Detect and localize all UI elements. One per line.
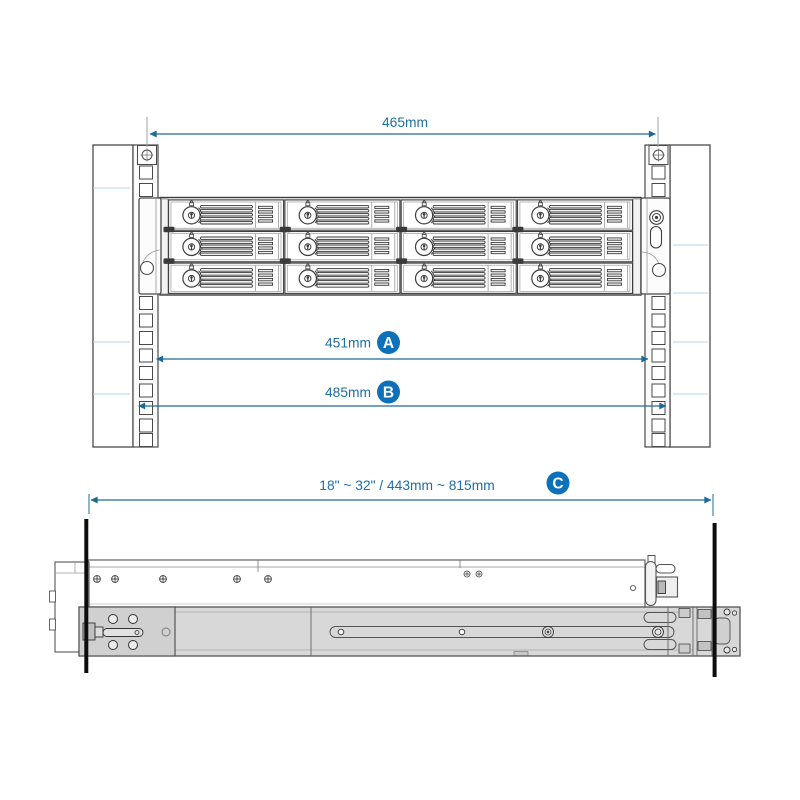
rack-post-right [644,144,711,448]
front-view: 465mm 451mm A 485mm B [92,115,711,448]
status-led [649,225,663,249]
badge-c: C [546,471,570,495]
badge-b-letter: B [383,385,394,402]
dim-a: 451mm A [156,331,649,363]
dim-b-label: 485mm [325,385,371,400]
badge-c-letter: C [552,476,563,493]
rail-screws [93,575,272,583]
dim-c-label: 18" ~ 32" / 443mm ~ 815mm [319,478,494,493]
rail-rivets [463,570,637,592]
nas-chassis [138,196,671,296]
dim-465-label: 465mm [382,115,428,130]
tray-latch-tabs [163,226,524,264]
dim-c: 18" ~ 32" / 443mm ~ 815mm C [88,471,714,516]
rack-post-front-bar [84,519,89,673]
guide-stub-lines-left [93,187,130,395]
rear-bracket [643,607,738,656]
rack-post-rear-bar [712,523,717,677]
thumbscrew-hole-right [651,262,667,278]
chassis-right-strip [632,198,641,295]
rack-post-left [92,144,159,448]
cage-nut-left [137,145,157,165]
rail-latch [644,555,679,607]
side-view: 18" ~ 32" / 443mm ~ 815mm C [49,471,741,677]
badge-b: B [377,380,400,404]
dim-465: 465mm [146,115,659,147]
right-ear [640,197,671,295]
dim-b: 485mm B [138,380,667,410]
left-ear [138,197,162,295]
inner-rail-upper [49,555,679,653]
guide-stub-lines-right [673,244,708,395]
cage-nut-right [648,145,669,165]
power-button [649,210,664,225]
badge-a: A [377,331,400,354]
dim-a-label: 451mm [325,336,371,351]
rail-front-mount [78,606,176,657]
rail-slot [329,626,675,638]
rack-holes-left [139,165,153,447]
thumbscrew-hole-left [139,260,155,276]
latch-release-rod [655,563,676,574]
badge-a-letter: A [383,335,394,352]
outer-rail-lower [78,606,741,657]
